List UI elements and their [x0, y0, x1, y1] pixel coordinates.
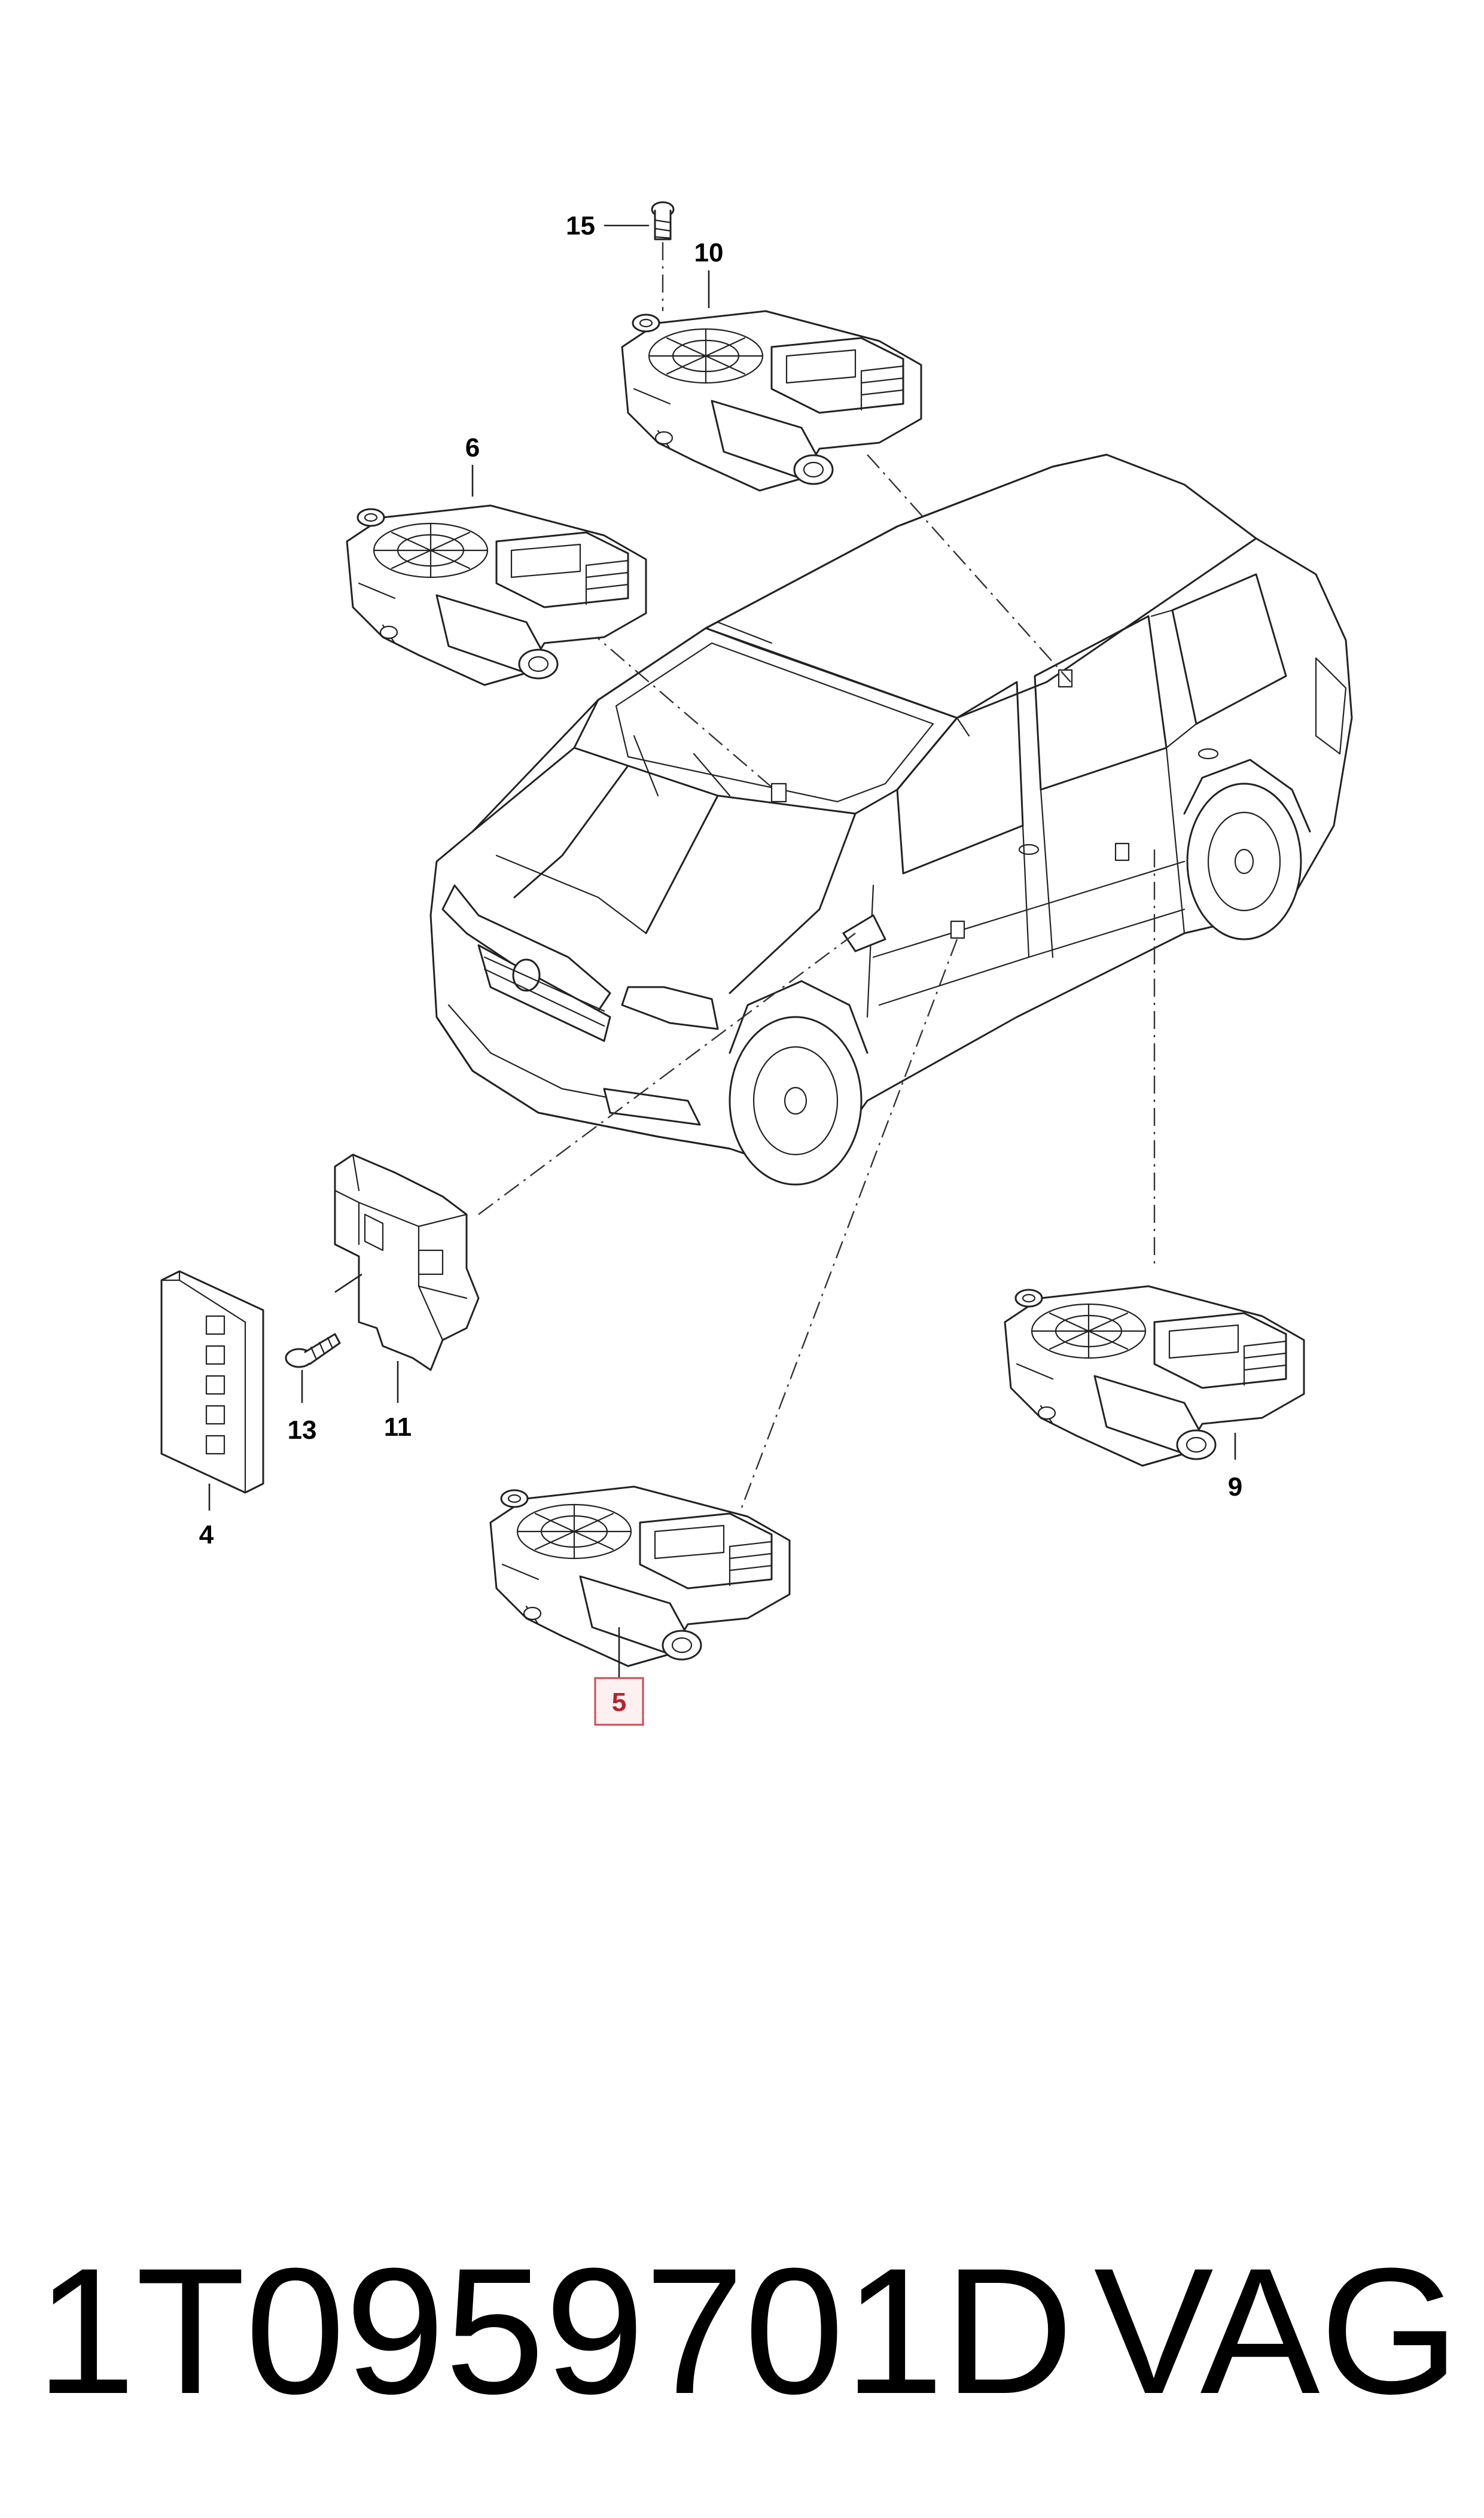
- window-motor-6: [346, 504, 647, 686]
- callout-11: 11: [384, 1412, 412, 1442]
- callout-13: 13: [288, 1415, 317, 1445]
- callout-5-highlight-box: [594, 1677, 644, 1726]
- callout-10: 10: [694, 238, 724, 267]
- reference-lines: [478, 454, 1156, 1508]
- control-unit-4: [160, 1270, 264, 1494]
- bolt-13: [285, 1333, 341, 1368]
- vehicle-illustration: [429, 453, 1353, 1186]
- window-motor-5: [489, 1485, 791, 1667]
- screw-15: [651, 201, 675, 311]
- callout-5: 5: [612, 1688, 626, 1717]
- leader-lines: [208, 224, 1236, 1678]
- window-motor-9: [1004, 1285, 1305, 1467]
- callout-6: 6: [465, 433, 480, 462]
- callout-4: 4: [199, 1520, 214, 1549]
- brand-label: VAG: [1094, 2230, 1459, 2431]
- callout-9: 9: [1228, 1472, 1242, 1502]
- part-number: 1T0959701D: [36, 2230, 1074, 2431]
- bracket-11: [334, 1153, 480, 1371]
- callout-15: 15: [566, 211, 595, 240]
